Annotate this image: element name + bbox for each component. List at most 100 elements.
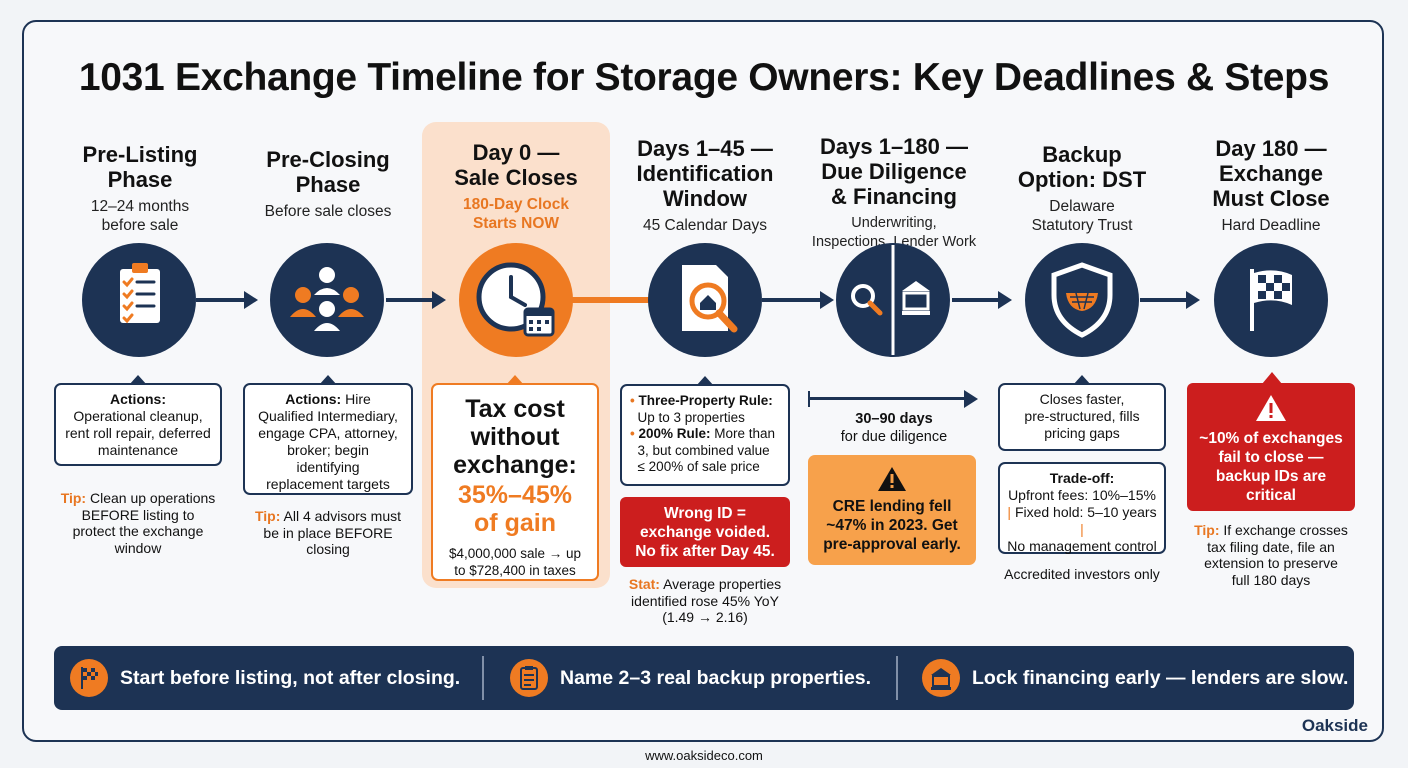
phase-title-line: Phase [107,167,173,192]
bank-icon [922,659,960,697]
tip-line: BEFORE listing to [81,506,195,523]
box-line: Qualified Intermediary, [258,408,398,424]
phase-sub-line: Before sale closes [264,203,392,220]
clipboard-icon [510,659,548,697]
stat-line: Average properties [659,576,782,592]
stat-line: identified rose 45% YoY [631,592,779,609]
duration-line: 30–90 days [855,411,933,427]
key-takeaways-banner: Start before listing, not after closing.… [54,646,1354,710]
tip-line: Clean up operations [86,490,216,506]
tax-note: to $728,400 in taxes [454,563,576,578]
warning-line: ~10% of exchanges [1199,430,1343,447]
warning-line: exchange voided. [639,524,771,541]
tip-label: Tip: [60,490,87,506]
tip-label: Tip: [1194,522,1220,538]
box-line: replacement targets [266,476,390,492]
diligence-duration: 30–90 days for due diligence [800,410,988,446]
warning-pointer [1262,372,1282,384]
checkered-flag-icon [70,659,108,697]
search-bank-icon [836,243,950,357]
tradeoff-line: Upfront fees: 10%–15% [1008,487,1156,503]
phase-title-line: Must Close [1212,186,1330,211]
phase-title-line: Due Diligence [821,159,967,184]
phase-title-line: Phase [295,172,361,197]
actions-box-pre-listing: Actions: Operational cleanup, rent roll … [54,375,222,466]
timeline-arrow [1140,291,1200,309]
phase-title-line: Day 180 — [1215,136,1327,161]
warning-icon [1256,395,1286,421]
box-line: Hire [341,391,371,407]
divider [896,656,898,700]
rule-label: Three-Property Rule: [638,393,773,408]
phase-title-line: Pre-Closing [266,147,390,172]
box-line: rent roll repair, deferred [65,425,211,441]
tax-note: $4,000,000 sale → up [448,546,582,561]
rule-text: More than [710,426,776,441]
website-link[interactable]: www.oaksideco.com [645,748,763,763]
phase-sub-line: Underwriting, [851,215,937,231]
tax-line: without [470,423,560,451]
accredited-note: Accredited investors only [1004,566,1160,582]
timeline-arrow [196,291,258,309]
box-line: Operational cleanup, [73,408,203,424]
tradeoff-line: Fixed hold: 5–10 years [1014,504,1157,520]
actions-label: Actions: [285,391,342,407]
rule-label: 200% Rule: [638,426,711,441]
phase-title-line: & Financing [831,184,957,209]
tip-line: protect the exchange [72,523,204,539]
tip-line: window [114,539,162,556]
phase-title-line: Window [662,186,748,211]
tradeoff-label: Trade-off: [1049,470,1115,486]
phase-sub-line: 45 Calendar Days [642,217,768,234]
phase-sub-line: before sale [101,217,179,234]
takeaway-text: Name 2–3 real backup properties. [560,666,872,689]
cre-lending-warning: CRE lending fell ~47% in 2023. Get pre-a… [808,455,976,565]
takeaway-text: Start before listing, not after closing. [120,666,461,689]
rule-text: 3, but combined value [637,442,770,458]
phase-sub-line: Hard Deadline [1221,217,1321,234]
page-title: 1031 Exchange Timeline for Storage Owner… [78,56,1330,99]
advisors-icon [270,243,384,357]
tip-pre-closing: Tip: All 4 advisors must be in place BEF… [240,508,416,558]
phase-sub-line: Inspections, Lender Work [811,234,977,250]
phase-due-diligence: Days 1–180 —Due Diligence& Financing Und… [800,134,988,252]
box-line: pre-structured, fills [1024,408,1140,424]
box-line: identifying [296,459,360,475]
stat-identification: Stat: Average properties identified rose… [612,576,798,626]
tip-line: extension to preserve [1204,555,1338,571]
box-line: engage CPA, attorney, [258,425,398,441]
tip-day180: Tip: If exchange crosses tax filing date… [1178,522,1364,588]
takeaway-item: Start before listing, not after closing. [70,646,460,710]
takeaway-text: Lock financing early — lenders are slow. [972,666,1349,689]
shield-icon [1025,243,1139,357]
warning-line: Wrong ID = [664,505,746,522]
rule-text: ≤ 200% of sale price [637,459,760,474]
tax-line: exchange: [453,451,577,479]
phase-sub-line: Starts NOW [472,215,560,232]
warning-line: No fix after Day 45. [635,543,775,560]
tip-label: Tip: [254,508,281,524]
phase-sub-line: 12–24 months [90,198,190,215]
warning-line: critical [1246,487,1296,504]
phase-title-line: Identification [636,161,774,186]
tip-line: tax filing date, file an [1207,538,1335,555]
checklist-icon [82,243,196,357]
duration-line: for due diligence [840,429,948,445]
tip-pre-listing: Tip: Clean up operations BEFORE listing … [46,490,230,556]
tip-line: All 4 advisors must [280,508,402,524]
timeline-connector [570,297,650,303]
dst-benefits-box: Closes faster, pre-structured, fills pri… [998,375,1166,451]
actions-label: Actions: [110,391,166,407]
checkered-flag-icon [1214,243,1328,357]
warning-line: ~47% in 2023. Get [826,517,958,534]
tip-line: full 180 days [1231,571,1311,588]
phase-title-line: Days 1–45 — [637,136,773,161]
dst-tradeoff-box: Trade-off: Upfront fees: 10%–15% | Fixed… [998,462,1166,554]
phase-sub-line: Statutory Trust [1031,217,1133,234]
phase-title-line: Option: DST [1017,167,1147,192]
phase-title-line: Days 1–180 — [820,134,968,159]
